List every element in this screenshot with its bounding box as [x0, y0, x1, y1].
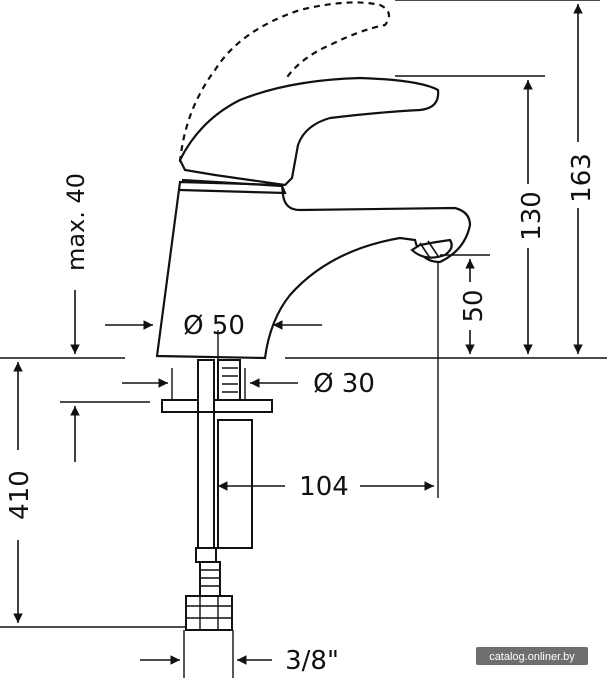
dim-410-label: 410 — [5, 470, 35, 520]
watermark-bg — [476, 647, 588, 665]
hose-ribs — [200, 569, 220, 587]
pipe-left — [197, 411, 215, 555]
watermark-text: catalog.onliner.by — [489, 651, 575, 663]
nut-lines — [186, 596, 232, 630]
lever-joint — [179, 178, 287, 195]
dim-130-label: 130 — [517, 191, 547, 241]
dim-50-label: 50 — [459, 289, 489, 322]
spout-aerator — [419, 240, 439, 259]
pipe-right — [217, 419, 253, 549]
lever-dashed-position — [178, 1, 391, 163]
dim-38-label: 3/8" — [285, 646, 339, 676]
dim-163-label: 163 — [567, 153, 597, 203]
dim-d50-label: Ø 50 — [183, 311, 245, 341]
dim-104-label: 104 — [299, 472, 349, 502]
dimension-arrows — [13, 4, 583, 665]
dim-d30-label: Ø 30 — [313, 369, 375, 399]
spout-tip — [410, 238, 453, 259]
inlet-body — [217, 359, 241, 401]
faucet-outline — [155, 76, 472, 360]
inlet-ribs — [222, 367, 238, 393]
dim-max40-label: max. 40 — [62, 173, 90, 271]
faucet-body — [155, 180, 472, 360]
nut-fitting — [185, 595, 233, 631]
lever-handle — [178, 76, 440, 187]
mounting-plate — [161, 399, 273, 413]
mounting-hardware — [161, 359, 273, 631]
hose-flex — [199, 561, 221, 597]
hose-joint — [195, 547, 217, 563]
